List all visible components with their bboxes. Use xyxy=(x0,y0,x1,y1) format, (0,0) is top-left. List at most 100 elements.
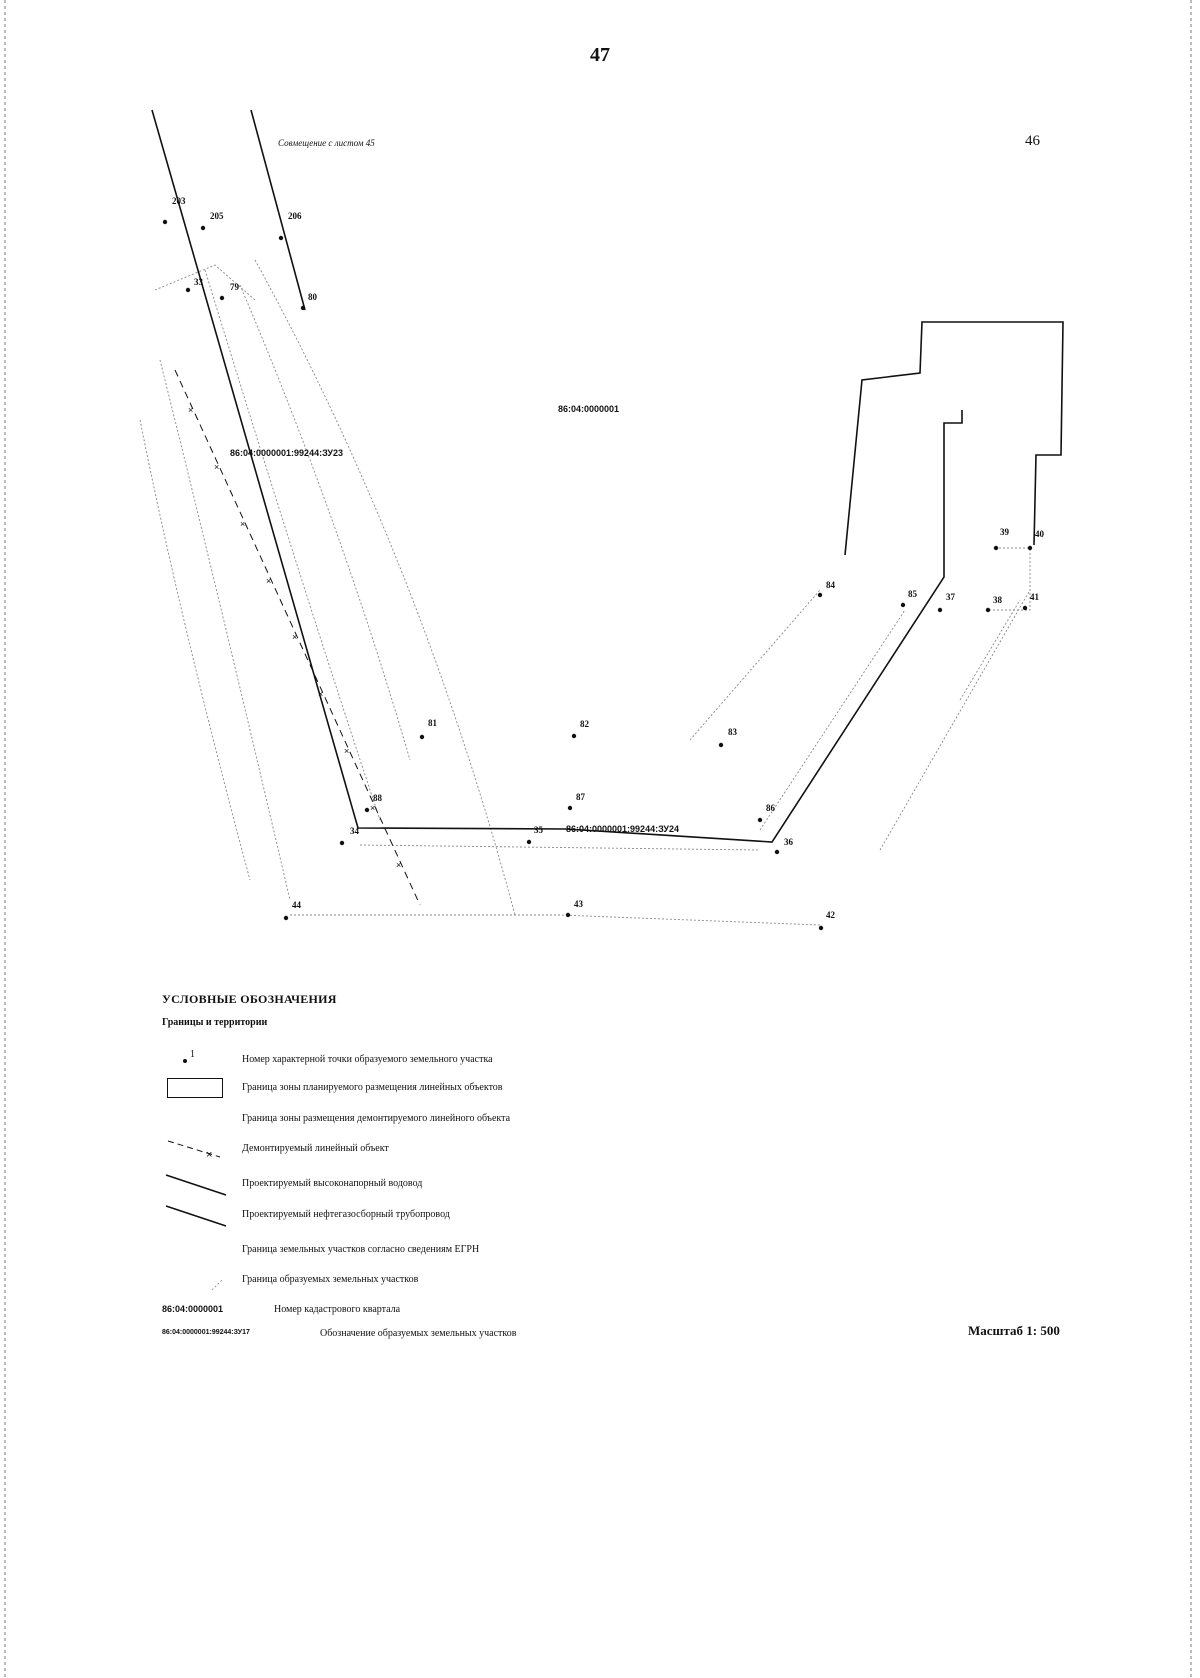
legend-title: УСЛОВНЫЕ ОБОЗНАЧЕНИЯ xyxy=(162,992,337,1006)
cross-mark: × xyxy=(240,519,245,529)
legend-row-zone-planned: Граница зоны планируемого размещения лин… xyxy=(162,1076,762,1102)
legend-text: Обозначение образуемых земельных участко… xyxy=(320,1328,517,1339)
dismantled-line-icon: × xyxy=(167,1140,221,1161)
parcel-label-zu23: 86:04:0000001:99244:ЗУ23 xyxy=(230,448,343,458)
point-79 xyxy=(219,295,225,301)
legend-row-egrn: Граница земельных участков согласно свед… xyxy=(162,1238,762,1264)
legend-text: Граница зоны планируемого размещения лин… xyxy=(242,1082,503,1093)
point-35 xyxy=(526,839,532,845)
oil-pipe-line-icon xyxy=(165,1205,227,1227)
cross-mark: × xyxy=(370,803,375,813)
point-81 xyxy=(419,734,425,740)
point-label: 203 xyxy=(172,196,186,206)
zone-boundary-right-box xyxy=(988,547,1031,611)
point-40 xyxy=(1027,545,1033,551)
legend-row-water-pipe: Проектируемый высоконапорный водовод xyxy=(162,1172,762,1198)
point-label: 44 xyxy=(292,900,302,910)
legend-text: Проектируемый нефтегазосборный трубопров… xyxy=(242,1209,450,1220)
legend-quarter-code: 86:04:0000001 xyxy=(162,1304,224,1314)
scale-label: Масштаб 1: 500 xyxy=(968,1323,1060,1338)
legend-row-dismantled-object: × Демонтируемый линейный объект xyxy=(162,1137,762,1163)
point-44 xyxy=(283,915,289,921)
point-203 xyxy=(162,219,168,225)
cross-mark: × xyxy=(344,746,349,756)
point-label: 82 xyxy=(580,719,590,729)
legend-row-quarter-code: 86:04:0000001 Номер кадастрового квартал… xyxy=(162,1298,762,1324)
point-88 xyxy=(364,807,370,813)
point-37 xyxy=(937,607,943,613)
zone-boundary-left-outer xyxy=(139,419,251,881)
legend-rect-symbol xyxy=(162,1076,232,1102)
sheet-number: 46 xyxy=(1025,133,1040,149)
point-86 xyxy=(757,817,763,823)
point-label: 79 xyxy=(230,282,240,292)
point-dot-icon xyxy=(183,1059,187,1063)
point-label: 42 xyxy=(826,910,836,920)
point-label: 84 xyxy=(826,580,836,590)
point-label: 87 xyxy=(576,792,586,802)
point-label: 43 xyxy=(574,899,584,909)
point-label: 80 xyxy=(308,292,318,302)
cross-mark: × xyxy=(214,462,219,472)
point-205 xyxy=(200,225,206,231)
point-87 xyxy=(567,805,573,811)
point-label: 36 xyxy=(784,837,794,847)
egrn-parcel-outline xyxy=(844,321,1064,556)
legend-parcel-code: 86:04:0000001:99244:ЗУ17 xyxy=(162,1329,250,1336)
point-83 xyxy=(718,742,724,748)
legend-text: Демонтируемый линейный объект xyxy=(242,1143,389,1154)
right-scan-edge xyxy=(1190,0,1192,1678)
legend-point-symbol: 1 xyxy=(162,1048,232,1074)
point-33 xyxy=(185,287,191,293)
legend-text: Номер характерной точки образуемого земе… xyxy=(242,1054,493,1065)
svg-text:×: × xyxy=(206,1149,212,1161)
dismantled-line xyxy=(174,369,421,906)
legend-row-parcel-code: 86:04:0000001:99244:ЗУ17 Обозначение обр… xyxy=(162,1322,762,1348)
legend-row-zone-dismantled: Граница зоны размещения демонтируемого л… xyxy=(162,1107,762,1133)
zone-rect-icon xyxy=(167,1078,223,1098)
point-label: 33 xyxy=(194,277,204,287)
legend-text: Проектируемый высоконапорный водовод xyxy=(242,1178,423,1189)
legend-subtitle: Границы и территории xyxy=(162,1017,268,1028)
parcel-labels: 86:04:0000001 86:04:0000001:99244:ЗУ23 8… xyxy=(230,404,679,834)
water-pipeline xyxy=(151,109,963,843)
legend-row-point: 1 Номер характерной точки образуемого зе… xyxy=(162,1048,762,1074)
zone-boundary-left-mid xyxy=(159,359,291,901)
point-labels: 203 205 206 33 79 80 39 40 84 85 37 38 4… xyxy=(172,196,1045,920)
legend-text: Граница земельных участков согласно свед… xyxy=(242,1244,480,1255)
cross-mark: × xyxy=(266,576,271,586)
egrn-parcel-boundary xyxy=(844,321,1064,556)
legend-point-number: 1 xyxy=(190,1049,195,1060)
zone-boundary-right-b xyxy=(759,609,906,831)
parcel-label-zu24: 86:04:0000001:99244:ЗУ24 xyxy=(566,824,679,834)
point-label: 40 xyxy=(1035,529,1045,539)
point-34 xyxy=(339,840,345,846)
zone-boundary-mid-horizontal xyxy=(359,844,761,851)
point-label: 81 xyxy=(428,718,438,728)
projected-pipelines xyxy=(151,109,963,843)
page-number: 47 xyxy=(590,44,610,66)
legend-text: Номер кадастрового квартала xyxy=(274,1304,401,1315)
point-label: 205 xyxy=(210,211,224,221)
point-label: 88 xyxy=(373,793,383,803)
zone-boundary-right-a xyxy=(689,589,821,741)
point-label: 86 xyxy=(766,803,776,813)
zone-boundary-bottom xyxy=(290,914,821,926)
point-206 xyxy=(278,235,284,241)
dismantled-object xyxy=(174,369,421,906)
dismantled-object-crosses: × × × × × × × × × xyxy=(188,405,401,870)
legend-row-formed: Граница образуемых земельных участков xyxy=(162,1268,762,1294)
point-label: 39 xyxy=(1000,527,1010,537)
point-80 xyxy=(300,305,306,311)
zone-boundary-top xyxy=(154,264,256,301)
point-label: 34 xyxy=(350,826,360,836)
legend-text: Граница образуемых земельных участков xyxy=(242,1274,419,1285)
point-85 xyxy=(900,602,906,608)
point-39 xyxy=(993,545,999,551)
legend-blank-symbol xyxy=(162,1238,232,1264)
point-38 xyxy=(985,607,991,613)
water-pipe-line-icon xyxy=(165,1174,227,1196)
oil-gas-pipeline xyxy=(250,109,306,311)
cadastral-map: × × × × × × × × × 203 xyxy=(139,109,1064,931)
point-label: 41 xyxy=(1030,592,1040,602)
